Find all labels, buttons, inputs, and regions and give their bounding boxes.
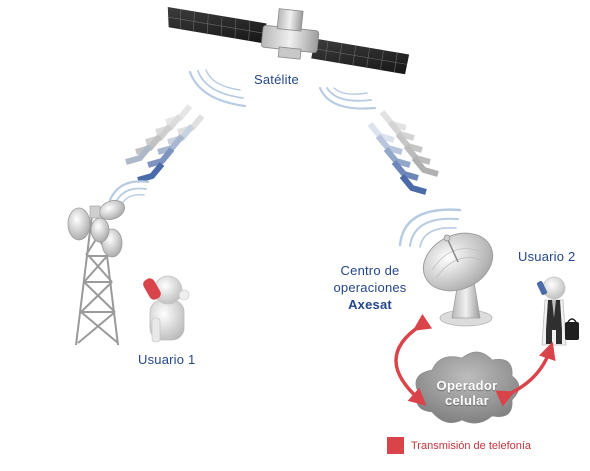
legend: Transmisión de telefonía	[387, 437, 531, 454]
user2-icon	[536, 276, 579, 346]
label-ops-line2: operaciones	[333, 280, 407, 295]
user1-icon	[143, 275, 190, 343]
label-ops-line3: Axesat	[348, 297, 392, 312]
satellite-icon	[167, 7, 410, 75]
chevron-arrow-icon	[125, 104, 205, 183]
signal-waves-icon	[188, 69, 377, 110]
label-user2: Usuario 2	[518, 249, 576, 264]
label-satellite: Satélite	[254, 72, 299, 87]
signal-waves-icon	[108, 180, 150, 205]
label-ops-line1: Centro de	[340, 263, 400, 278]
chevron-arrow-icon	[367, 110, 439, 195]
dish-antenna-icon	[422, 232, 494, 327]
label-user1: Usuario 1	[138, 352, 196, 367]
signal-waves-icon	[398, 208, 462, 248]
cell-tower-icon	[67, 200, 125, 346]
legend-label: Transmisión de telefonía	[411, 439, 532, 452]
label-cloud-line2: celular	[444, 393, 489, 408]
transmission-arrows	[394, 313, 556, 407]
label-cloud-line1: Operador	[436, 378, 498, 393]
label-cloud: Operador celular	[422, 378, 512, 408]
legend-swatch	[387, 437, 404, 454]
label-ops-center: Centro de operaciones Axesat	[325, 262, 415, 313]
